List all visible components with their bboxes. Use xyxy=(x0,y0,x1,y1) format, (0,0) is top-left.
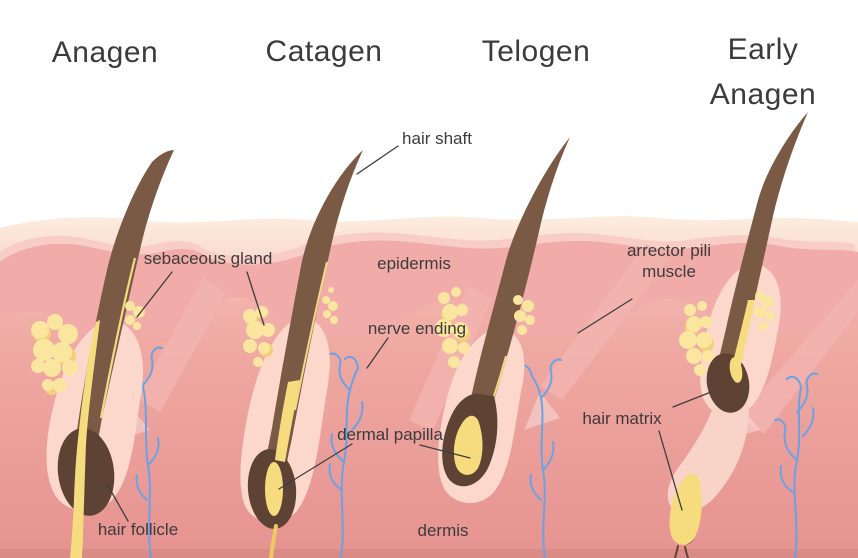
pointer-sebaceous-gland-right xyxy=(246,271,265,326)
hair-matrix-core xyxy=(729,357,743,383)
sebaceous-gland-left xyxy=(679,301,714,376)
label-epidermis: epidermis xyxy=(377,254,451,273)
hair-shaft-telogen xyxy=(469,137,570,414)
inner-root-sheath-strand xyxy=(732,300,755,370)
pointer-hair-follicle xyxy=(106,483,129,522)
stage-title-telogen: Telogen xyxy=(481,35,591,68)
dermis-deep-strip xyxy=(0,549,858,558)
label-hair-shaft: hair shaft xyxy=(402,129,472,148)
arrector-pili-muscle-anagen xyxy=(137,278,226,412)
label-dermal-papilla: dermal papilla xyxy=(337,425,443,444)
sebaceous-gland-left xyxy=(435,287,470,368)
sebaceous-gland-left xyxy=(31,314,78,395)
label-arrector-pili-muscle: arrector pili muscle xyxy=(626,241,712,282)
pointer-hair-shaft xyxy=(356,145,399,175)
dermal-papilla-catagen xyxy=(265,462,283,516)
pointer-hair-matrix-up xyxy=(672,391,712,408)
hair-bulb-anagen xyxy=(57,428,115,516)
pointer-nerve-ending xyxy=(366,337,389,369)
follicle-early-anagen xyxy=(667,112,808,558)
pointer-hair-matrix-down xyxy=(658,430,683,511)
sebaceous-gland-right xyxy=(754,291,775,331)
label-hair-matrix: hair matrix xyxy=(582,409,662,428)
nerve-2 xyxy=(328,352,364,558)
arrector-pili-muscle-telogen xyxy=(540,244,669,400)
dermal-papilla-telogen xyxy=(453,415,483,475)
arrector-pili-muscle-early-anagen xyxy=(740,280,858,434)
label-sebaceous-gland: sebaceous gland xyxy=(143,249,273,268)
stage-title-anagen: Anagen xyxy=(51,36,159,69)
follicle-anagen xyxy=(31,150,174,558)
stage-title-catagen: Catagen xyxy=(265,35,383,68)
sebaceous-gland-right xyxy=(322,287,338,324)
label-nerve-ending: nerve ending xyxy=(367,319,467,338)
hair-shaft-early-anagen xyxy=(716,112,808,376)
pointer-arrector-pili xyxy=(577,298,633,334)
inner-root-sheath-line xyxy=(294,261,328,411)
pointer-lines xyxy=(106,145,712,522)
label-hair-follicle: hair follicle xyxy=(97,520,179,539)
follicle-telogen xyxy=(435,137,570,504)
hair-germ-teardrop xyxy=(669,473,702,545)
sebaceous-gland-right xyxy=(513,295,535,335)
hair-germ-thread xyxy=(269,524,278,558)
label-dermis: dermis xyxy=(417,521,469,540)
dermal-papilla-core xyxy=(70,320,100,558)
nerve-4 xyxy=(774,372,818,558)
pointer-dermal-papilla-left xyxy=(278,443,353,490)
inner-root-sheath-line xyxy=(99,257,137,419)
arrector-pili-muscles xyxy=(137,244,858,434)
hair-germ-sprout xyxy=(674,545,689,558)
inner-root-sheath-strand xyxy=(275,380,300,462)
pointer-sebaceous-gland-left xyxy=(136,271,173,318)
sebaceous-gland-right xyxy=(125,301,145,330)
stage-title-early-anagen: Early Anagen xyxy=(709,33,817,111)
pointer-dermal-papilla-right xyxy=(419,444,471,459)
sebaceous-gland-left xyxy=(243,306,275,367)
